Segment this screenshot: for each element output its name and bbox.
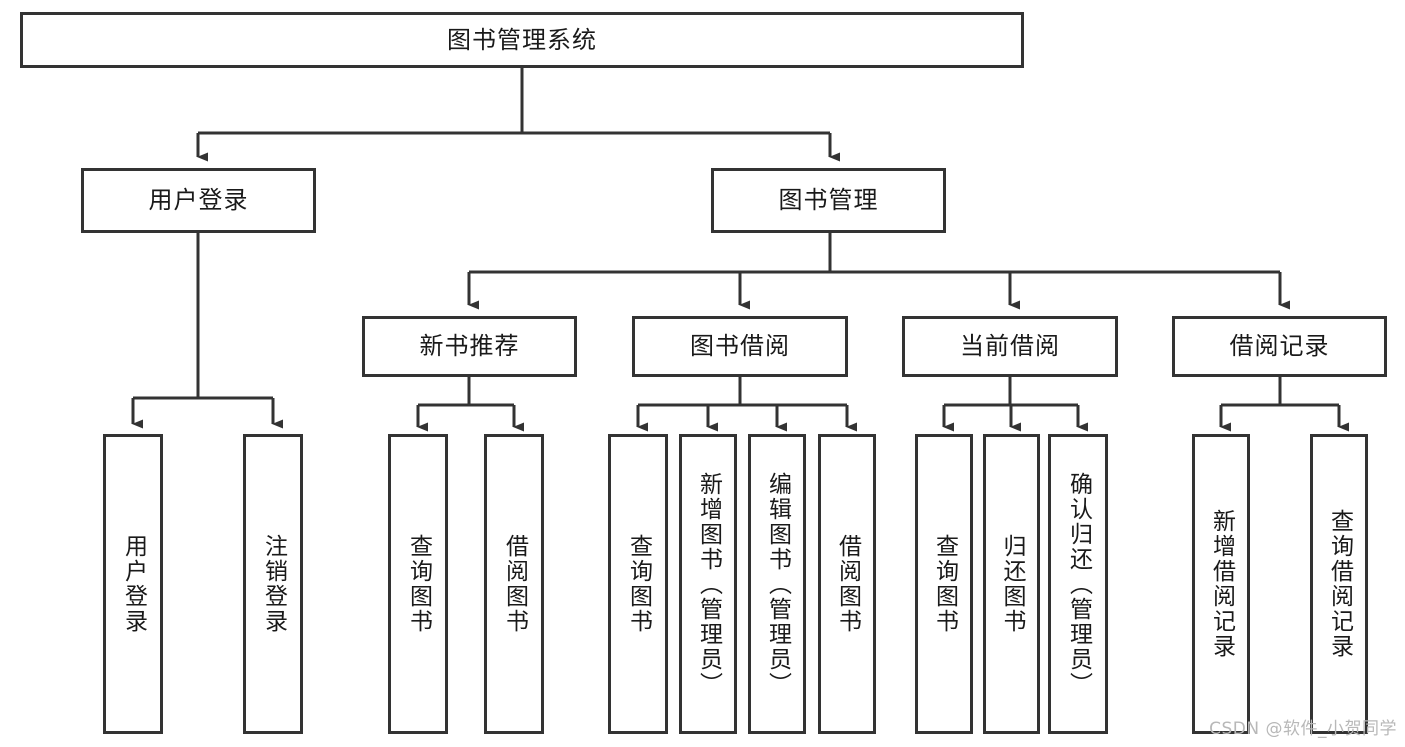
node-label: 注销登录 <box>260 534 287 634</box>
node-root-system[interactable]: 图书管理系统 <box>20 12 1024 68</box>
leaf-recommend-query-book[interactable]: 查询图书 <box>388 434 448 734</box>
node-label: 图书借阅 <box>690 332 790 361</box>
leaf-recommend-borrow-book[interactable]: 借阅图书 <box>484 434 544 734</box>
node-book-borrow[interactable]: 图书借阅 <box>632 316 848 377</box>
node-current-borrow[interactable]: 当前借阅 <box>902 316 1118 377</box>
node-label: 查询借阅记录 <box>1326 509 1353 659</box>
leaf-user-login-login[interactable]: 用户登录 <box>103 434 163 734</box>
node-label: 新增借阅记录 <box>1208 509 1235 659</box>
node-label: 图书管理 <box>778 186 879 215</box>
leaf-borrow-edit-book-admin[interactable]: 编辑图书（管理员） <box>748 434 806 734</box>
node-label: 查询图书 <box>405 534 432 634</box>
node-label: 借阅记录 <box>1229 332 1330 361</box>
leaf-current-query-book[interactable]: 查询图书 <box>915 434 973 734</box>
leaf-borrow-add-book-admin[interactable]: 新增图书（管理员） <box>679 434 737 734</box>
node-user-login[interactable]: 用户登录 <box>81 168 316 233</box>
node-label: 图书管理系统 <box>447 25 597 54</box>
node-label: 查询图书 <box>931 534 958 634</box>
node-label: 查询图书 <box>625 534 652 634</box>
leaf-current-return-book[interactable]: 归还图书 <box>983 434 1040 734</box>
node-label: 归还图书 <box>999 534 1026 634</box>
node-label: 用户登录 <box>148 186 249 215</box>
node-borrow-record[interactable]: 借阅记录 <box>1172 316 1387 377</box>
leaf-user-login-logout[interactable]: 注销登录 <box>243 434 303 734</box>
watermark: CSDN @软件_小贺同学 <box>1209 719 1397 739</box>
node-book-management[interactable]: 图书管理 <box>711 168 946 233</box>
node-label: 用户登录 <box>120 534 147 634</box>
leaf-record-add-record[interactable]: 新增借阅记录 <box>1192 434 1250 734</box>
node-label: 编辑图书（管理员） <box>764 471 791 697</box>
node-label: 当前借阅 <box>960 332 1060 361</box>
node-label: 新增图书（管理员） <box>695 471 722 697</box>
node-label: 新书推荐 <box>419 332 520 361</box>
node-label: 确认归还（管理员） <box>1065 471 1092 697</box>
leaf-record-query-record[interactable]: 查询借阅记录 <box>1310 434 1368 734</box>
node-label: 借阅图书 <box>501 534 528 634</box>
leaf-current-confirm-return-admin[interactable]: 确认归还（管理员） <box>1048 434 1108 734</box>
node-new-book-recommend[interactable]: 新书推荐 <box>362 316 577 377</box>
leaf-borrow-query-book[interactable]: 查询图书 <box>608 434 668 734</box>
leaf-borrow-borrow-book[interactable]: 借阅图书 <box>818 434 876 734</box>
node-label: 借阅图书 <box>834 534 861 634</box>
